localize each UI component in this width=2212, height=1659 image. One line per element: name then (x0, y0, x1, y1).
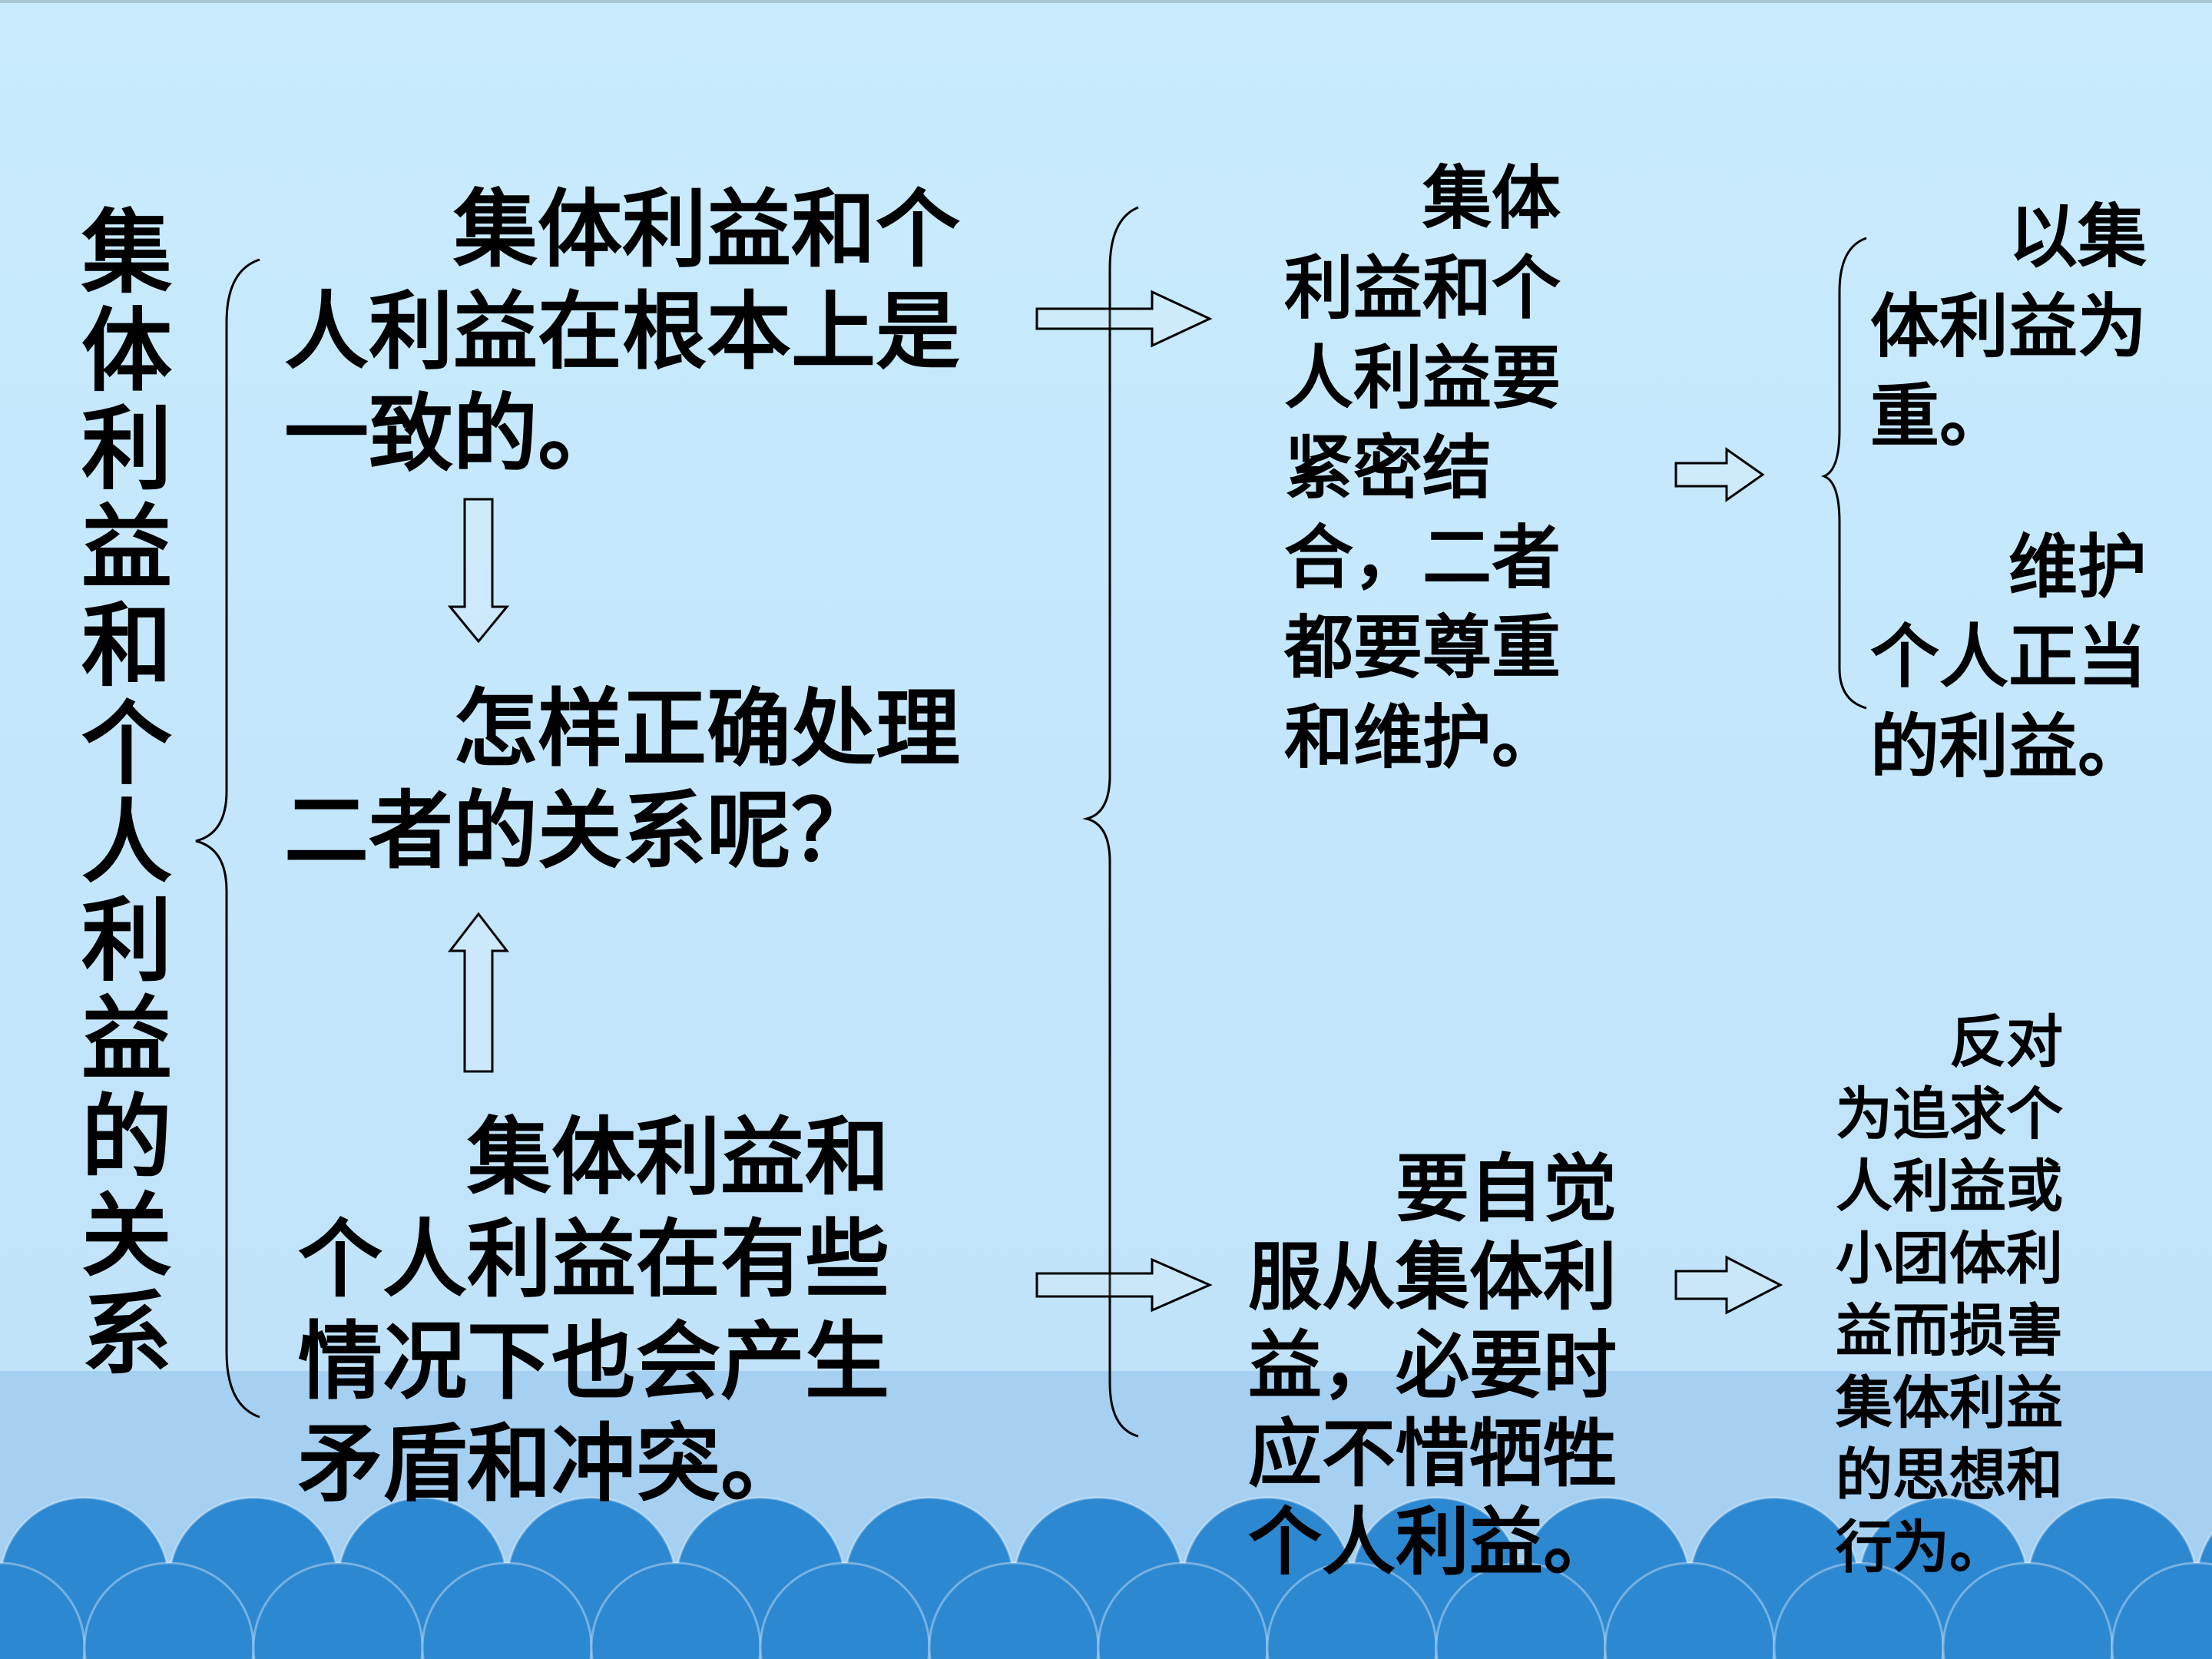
text-priority: 以集体利益为重。 (1870, 196, 2147, 457)
text-oppose: 反对为追求个人利益或小团体利益而损害集体利益的思想和行为。 (1836, 1009, 2063, 1581)
text-consistent: 集体利益和个人利益在根本上是一致的。 (284, 180, 960, 483)
text-conflict: 集体利益和个人利益在有些情况下也会产生矛盾和冲突。 (298, 1108, 889, 1513)
text-obey: 要自觉服从集体利益，必要时应不惜牺牲个人利益。 (1248, 1145, 1617, 1585)
arrow-right-top (1035, 290, 1213, 348)
arrow-right-bottom-left (1035, 1257, 1213, 1313)
left-brace (195, 258, 260, 1419)
arrow-up (447, 912, 510, 1073)
text-question: 怎样正确处理二者的关系呢？ (284, 679, 960, 880)
arrow-right-bottom-right (1674, 1255, 1783, 1315)
arrow-down (447, 498, 510, 644)
text-protect: 维护个人正当的利益。 (1870, 526, 2147, 787)
arrow-right-mid (1674, 447, 1765, 502)
top-border (0, 0, 2212, 3)
middle-brace (1082, 206, 1139, 1438)
right-brace (1820, 237, 1867, 710)
wave-decoration (0, 1496, 2212, 1659)
text-combine: 集体利益和个人利益要紧密结合，二者都要尊重和维护。 (1284, 157, 1561, 778)
wave-circle (2111, 1561, 2212, 1659)
vertical-title: 集体利益和个人利益的关系 (81, 199, 172, 1387)
